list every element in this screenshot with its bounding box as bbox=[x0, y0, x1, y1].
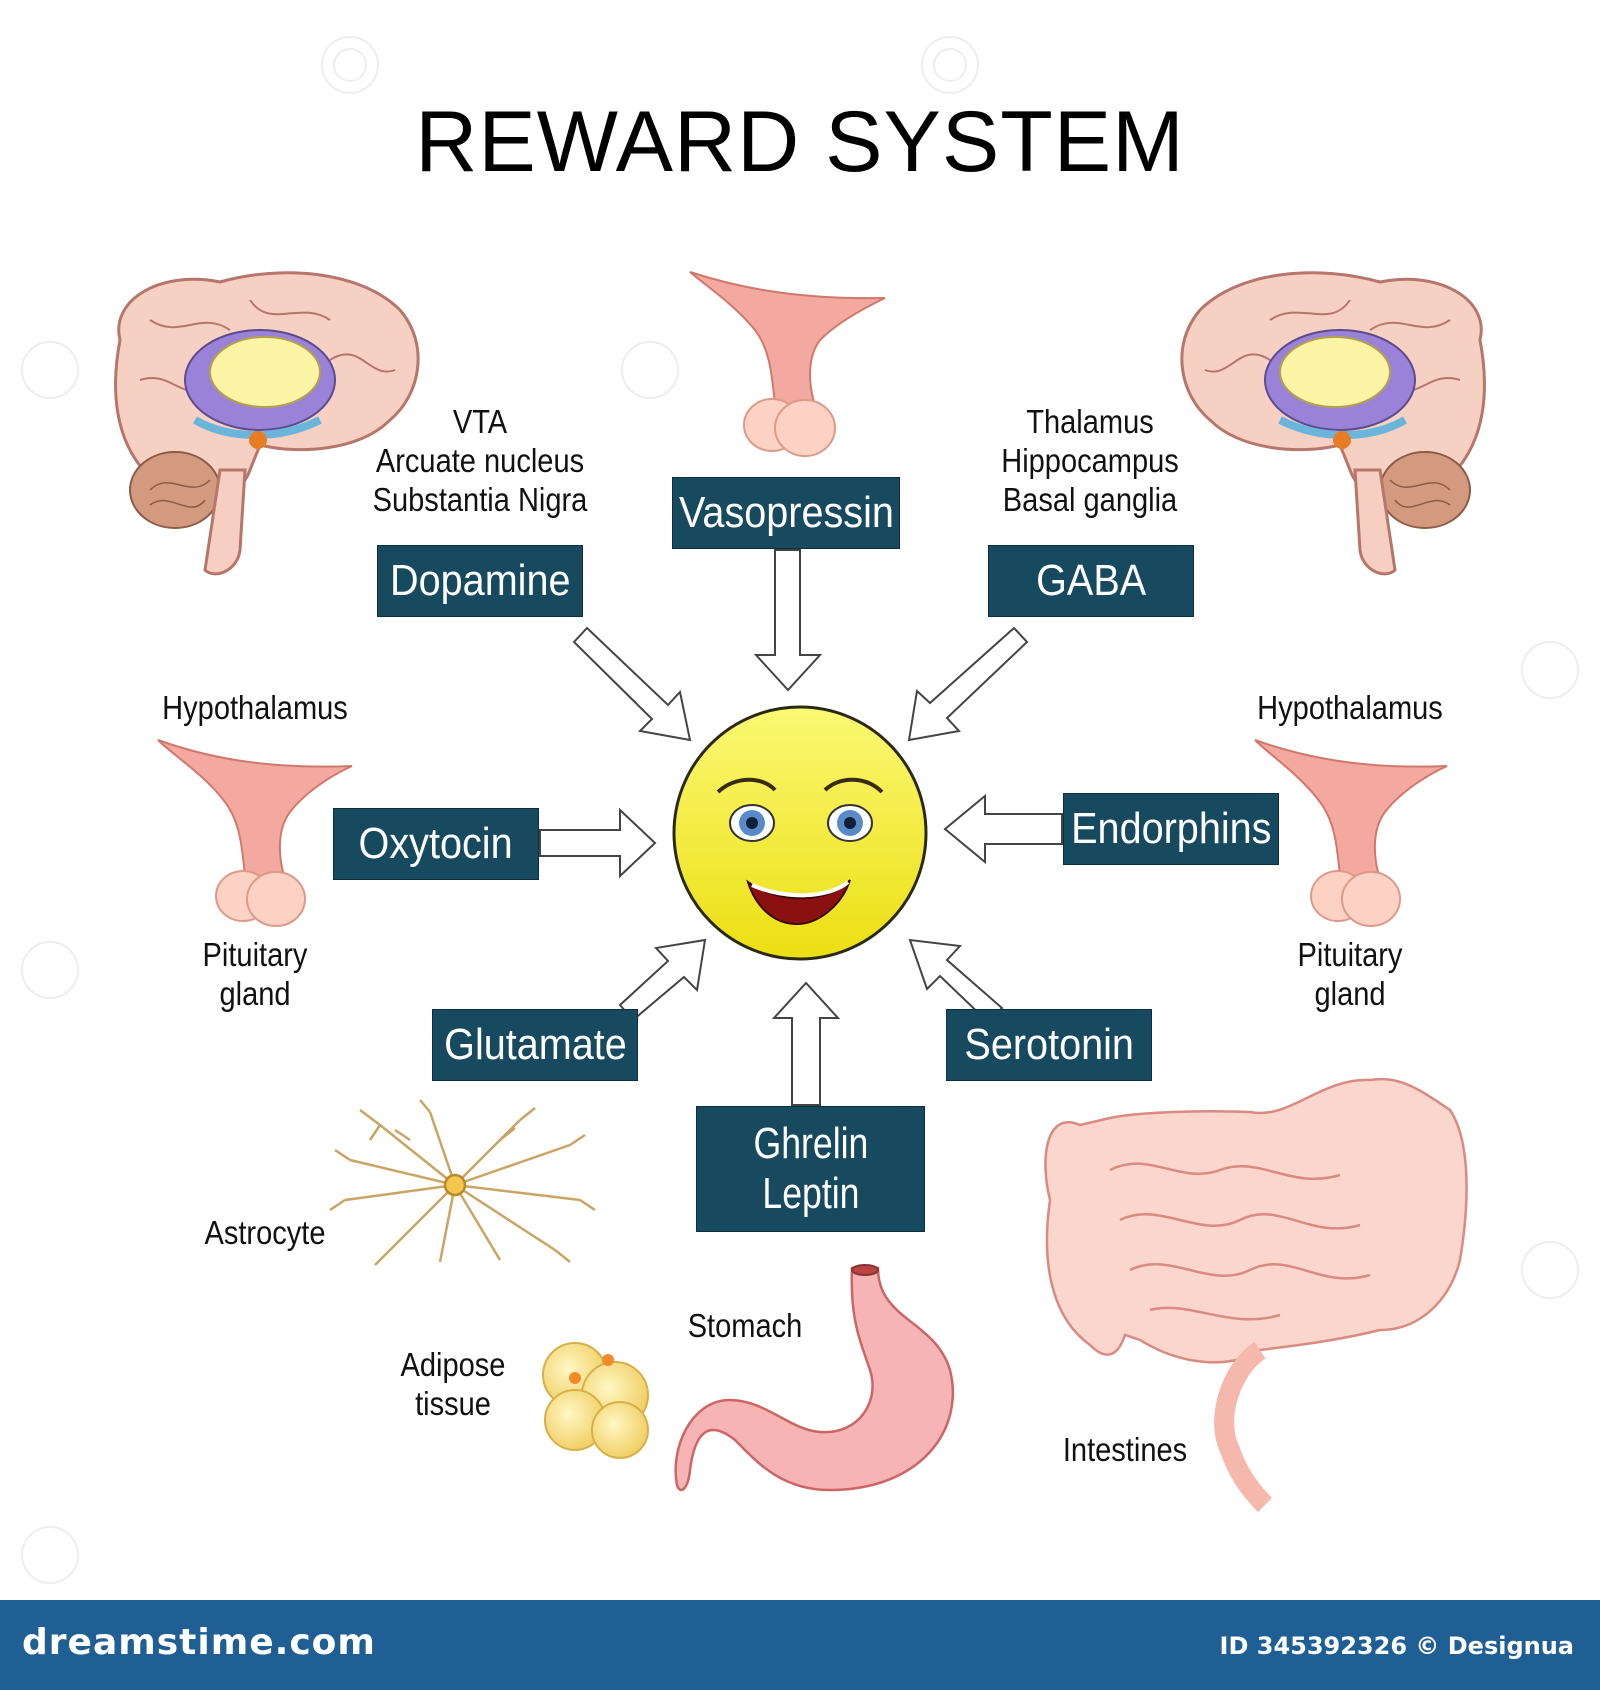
gaba-box: GABA bbox=[988, 545, 1194, 617]
pituitary-left-line2: gland bbox=[219, 975, 291, 1012]
astrocyte-illustration bbox=[329, 1099, 596, 1266]
pituitary-right-line1: Pituitary bbox=[1297, 936, 1403, 973]
glutamate-box: Glutamate bbox=[432, 1009, 638, 1081]
intestines-illustration bbox=[1044, 1077, 1468, 1513]
region-vta: VTA bbox=[452, 403, 508, 440]
brain-left-illustration bbox=[114, 271, 420, 576]
region-hippocampus: Hippocampus bbox=[1001, 442, 1179, 479]
endorphins-box: Endorphins bbox=[1063, 793, 1279, 865]
region-basal-ganglia: Basal ganglia bbox=[1002, 481, 1178, 518]
pituitary-left-line1: Pituitary bbox=[202, 936, 308, 973]
pituitary-left-label: Pituitary gland bbox=[180, 935, 330, 1013]
pituitary-right-line2: gland bbox=[1314, 975, 1386, 1012]
pituitary-right-illustration bbox=[1254, 739, 1448, 927]
arrow-dopamine bbox=[572, 626, 692, 742]
glutamate-label: Glutamate bbox=[443, 1020, 627, 1069]
region-thalamus: Thalamus bbox=[1026, 403, 1154, 440]
footer-bar: dreamstime.com ID 345392326 © Designua bbox=[0, 1600, 1600, 1690]
arrow-vasopressin bbox=[753, 549, 823, 692]
oxytocin-box: Oxytocin bbox=[333, 808, 539, 880]
hypothalamus-right-label: Hypothalamus bbox=[1257, 689, 1443, 726]
gaba-label: GABA bbox=[1035, 556, 1147, 605]
footer-image-id: ID 345392326 © Designua bbox=[1219, 1632, 1574, 1660]
brain-left-regions: VTA Arcuate nucleus Substantia Nigra bbox=[370, 402, 590, 519]
leptin-label: Leptin bbox=[761, 1169, 860, 1218]
smiley-face bbox=[672, 705, 928, 961]
adipose-illustration bbox=[542, 1342, 649, 1459]
footer-site-link[interactable]: dreamstime.com bbox=[22, 1622, 376, 1663]
serotonin-label: Serotonin bbox=[964, 1020, 1134, 1069]
arrow-gaba bbox=[907, 626, 1029, 742]
pituitary-left-illustration bbox=[157, 739, 353, 927]
arrow-glutamate bbox=[618, 938, 707, 1022]
serotonin-box: Serotonin bbox=[946, 1009, 1152, 1081]
stomach-illustration bbox=[674, 1264, 955, 1492]
ghrelin-leptin-box: Ghrelin Leptin bbox=[696, 1106, 925, 1232]
region-substantia-nigra: Substantia Nigra bbox=[372, 481, 588, 518]
adipose-label: Adipose tissue bbox=[387, 1345, 519, 1423]
dopamine-label: Dopamine bbox=[389, 556, 571, 605]
arrows bbox=[539, 549, 1063, 1106]
diagram-canvas bbox=[21, 36, 1579, 1584]
arrow-ghrelin bbox=[771, 981, 841, 1106]
region-arcuate-nucleus: Arcuate nucleus bbox=[375, 442, 585, 479]
oxytocin-label: Oxytocin bbox=[358, 819, 514, 868]
astrocyte-label: Astrocyte bbox=[204, 1214, 326, 1251]
endorphins-label: Endorphins bbox=[1070, 804, 1272, 853]
pituitary-right-label: Pituitary gland bbox=[1275, 935, 1425, 1013]
arrow-endorphins bbox=[943, 793, 1063, 865]
pituitary-top-illustration bbox=[689, 271, 886, 457]
hypothalamus-left-label: Hypothalamus bbox=[162, 689, 348, 726]
page-title: REWARD SYSTEM bbox=[415, 94, 1185, 190]
arrow-oxytocin bbox=[539, 807, 657, 879]
brain-right-regions: Thalamus Hippocampus Basal ganglia bbox=[984, 402, 1195, 519]
adipose-line2: tissue bbox=[415, 1385, 491, 1422]
brain-right-illustration bbox=[1180, 271, 1486, 576]
dopamine-box: Dopamine bbox=[377, 545, 583, 617]
vasopressin-box: Vasopressin bbox=[672, 477, 900, 549]
watermark-pattern bbox=[21, 36, 1579, 1584]
adipose-line1: Adipose bbox=[400, 1346, 506, 1383]
ghrelin-label: Ghrelin bbox=[753, 1119, 868, 1168]
vasopressin-label: Vasopressin bbox=[678, 488, 894, 537]
intestines-label: Intestines bbox=[1062, 1431, 1188, 1468]
stomach-label: Stomach bbox=[687, 1307, 803, 1344]
